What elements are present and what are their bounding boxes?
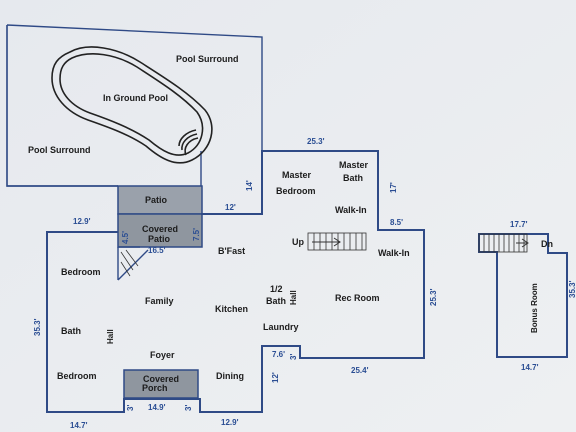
in-ground-pool-shape	[51, 46, 213, 164]
covered-porch-shape	[123, 369, 199, 399]
dim-25-4: 25.4'	[351, 366, 369, 375]
label-bedroom-bottom: Bedroom	[57, 371, 97, 381]
label-rec-room: Rec Room	[335, 293, 380, 303]
dim-25-3-top: 25.3'	[307, 137, 325, 146]
dim-7-5: 7.5'	[192, 228, 201, 241]
label-master-bath-2: Bath	[343, 173, 363, 183]
dim-35-3: 35.3'	[33, 318, 42, 336]
label-in-ground-pool: In Ground Pool	[103, 93, 168, 103]
dim-14: 14'	[245, 180, 254, 191]
label-bfast: B'Fast	[218, 246, 245, 256]
patio-shape	[117, 185, 203, 215]
label-bath-left: Bath	[61, 326, 81, 336]
label-pool-surround-left: Pool Surround	[28, 145, 91, 155]
label-covered-porch-2: Porch	[142, 383, 168, 393]
label-bonus-room: Bonus Room	[530, 283, 539, 333]
label-walk-in-top: Walk-In	[335, 205, 367, 215]
closet-hatch	[120, 249, 139, 277]
label-bedroom-top: Bedroom	[61, 267, 101, 277]
dim-17-7: 17.7'	[510, 220, 528, 229]
dim-12-9-top: 12.9'	[73, 217, 91, 226]
dim-17: 17'	[389, 182, 398, 193]
dim-3-left: 3'	[126, 405, 135, 411]
label-kitchen: Kitchen	[215, 304, 248, 314]
label-foyer: Foyer	[150, 350, 175, 360]
label-master-bath-1: Master	[339, 160, 369, 170]
dim-14-7-left: 14.7'	[70, 421, 88, 430]
dim-12: 12'	[225, 203, 236, 212]
label-covered-patio-2: Patio	[148, 234, 171, 244]
dim-35-3-edge: 35.3'	[568, 280, 576, 298]
label-master-bedroom-2: Bedroom	[276, 186, 316, 196]
dim-7-6: 7.6'	[272, 350, 285, 359]
main-house-outline	[46, 150, 425, 413]
label-up: Up	[292, 237, 304, 247]
label-walk-in-right: Walk-In	[378, 248, 410, 258]
dim-12-side: 12'	[271, 372, 280, 383]
in-ground-pool-inner	[59, 53, 204, 156]
corner-closet	[117, 246, 149, 281]
label-family: Family	[145, 296, 174, 306]
dim-14-7-right: 14.7'	[521, 363, 539, 372]
label-half-bath-2: Bath	[266, 296, 286, 306]
label-laundry: Laundry	[263, 322, 299, 332]
label-pool-surround-top: Pool Surround	[176, 54, 239, 64]
label-hall-center: Hall	[289, 290, 298, 305]
dim-8-5: 8.5'	[390, 218, 403, 227]
covered-patio-shape	[117, 213, 203, 248]
label-dining: Dining	[216, 371, 244, 381]
label-hall-left: Hall	[106, 329, 115, 344]
dn-staircase	[478, 233, 529, 253]
dim-12-9-bottom: 12.9'	[221, 418, 239, 427]
label-dn: Dn	[541, 239, 553, 249]
dim-3-mid: 3'	[289, 354, 298, 360]
label-patio: Patio	[145, 195, 168, 205]
dim-4-5: 4.5'	[121, 231, 130, 244]
dim-14-9: 14.9'	[148, 403, 166, 412]
dim-3-right: 3'	[184, 405, 193, 411]
label-covered-porch-1: Covered	[143, 374, 179, 384]
pool-steps	[178, 129, 199, 156]
label-half-bath-1: 1/2	[270, 284, 283, 294]
up-staircase	[307, 232, 367, 251]
dim-25-3-right: 25.3'	[429, 288, 438, 306]
label-covered-patio-1: Covered	[142, 224, 178, 234]
pool-area-boundary	[6, 24, 263, 187]
dim-16-5: 16.5'	[148, 246, 166, 255]
label-master-bedroom-1: Master	[282, 170, 312, 180]
